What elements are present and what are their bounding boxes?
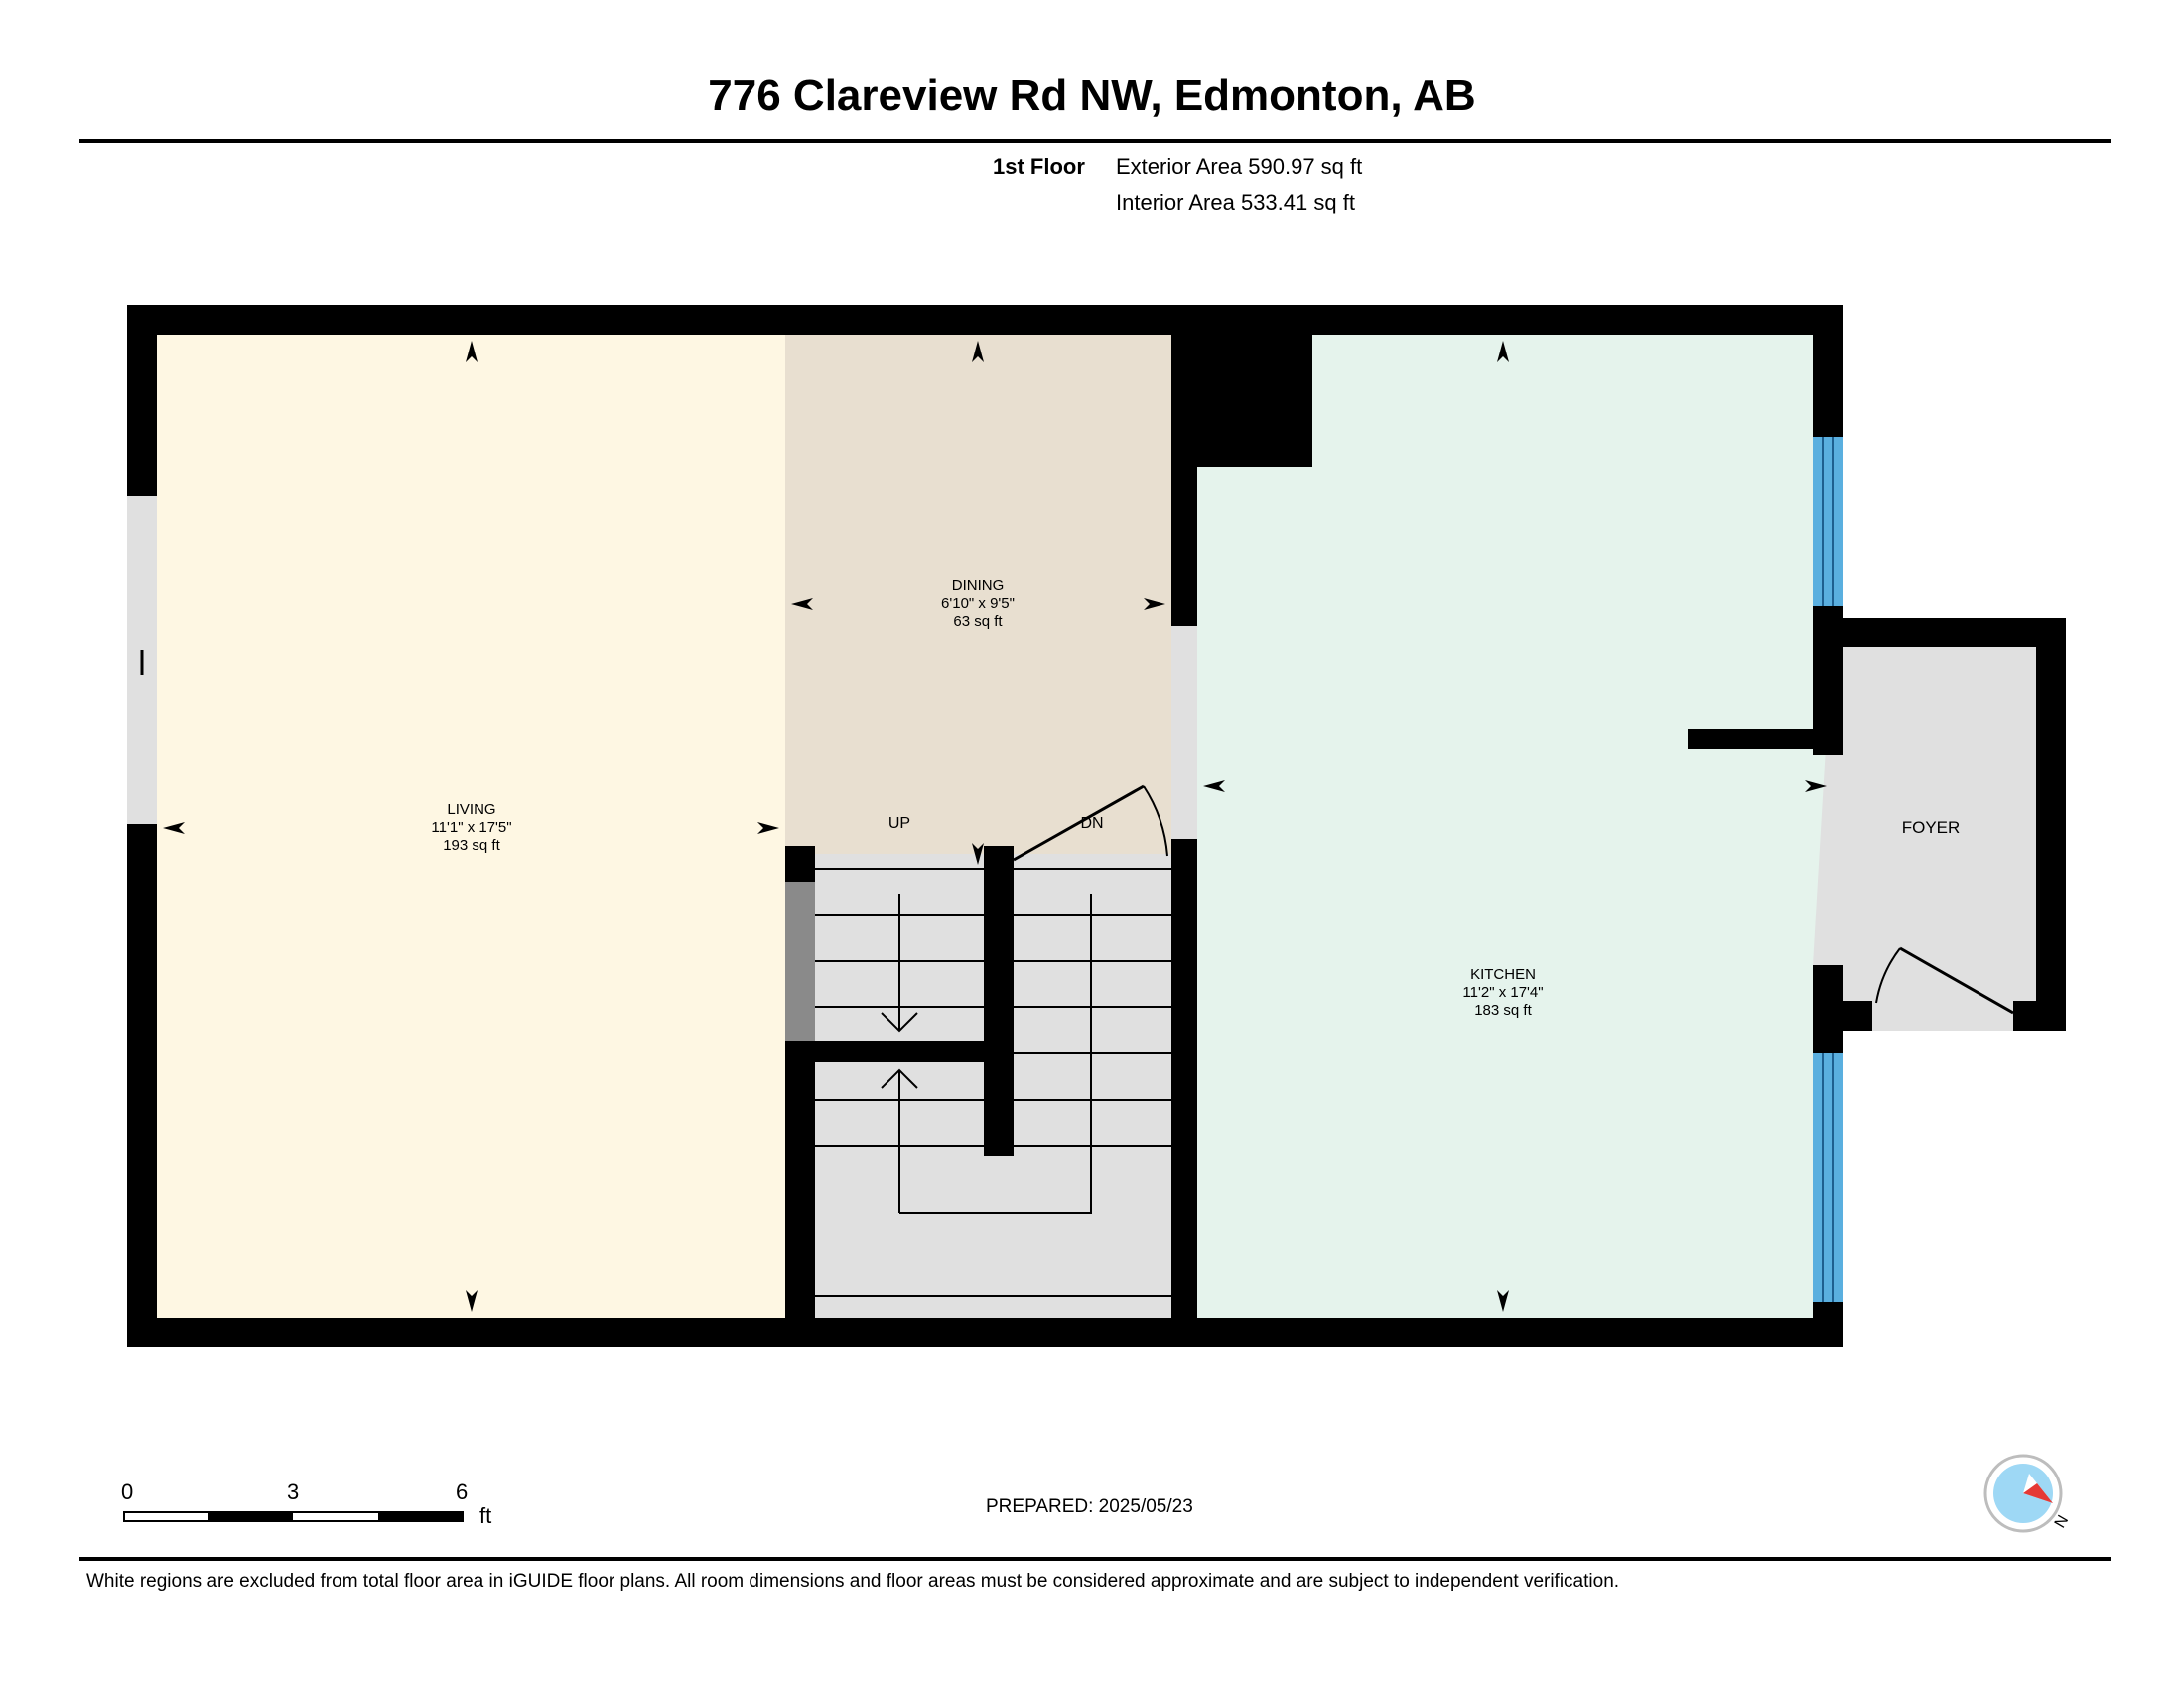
living-room [157,335,785,1318]
dimension-arrows [163,341,1827,1312]
dining-dimensions: 6'10" x 9'5" [941,595,1015,612]
kitchen [1197,335,1813,1318]
exterior-area: Exterior Area 590.97 sq ft [1116,154,1363,179]
disclaimer: White regions are excluded from total fl… [86,1571,1620,1592]
walls [127,305,2066,1347]
dining-area: 63 sq ft [953,613,1003,630]
compass-icon: N [1983,1454,2073,1533]
dining-room [785,335,1171,869]
stair-newel [785,882,815,1041]
scale-bar-graphic [123,1511,464,1522]
foyer-door-opening [1872,1001,2013,1031]
compass-north-label: N [2052,1512,2073,1531]
floor-label: 1st Floor [993,154,1085,179]
stairs-up-label: UP [888,815,910,832]
scale-unit: ft [479,1503,492,1528]
scale-label-6: 6 [456,1479,469,1504]
kitchen-dimensions: 11'2" x 17'4" [1462,984,1543,1001]
living-area: 193 sq ft [443,837,500,854]
scale-label-0: 0 [121,1479,134,1504]
header-divider [79,139,2111,143]
living-dimensions: 11'1" x 17'5" [431,819,511,836]
kitchen-area: 183 sq ft [1474,1002,1532,1019]
windows [1813,437,1843,1302]
dining-label: DINING [952,577,1005,594]
scale-label-3: 3 [287,1479,300,1504]
stairs-down-label: DN [1080,815,1103,832]
footer-divider [79,1557,2111,1561]
interior-area: Interior Area 533.41 sq ft [1116,190,1355,214]
page-title: 776 Clareview Rd NW, Edmonton, AB [708,71,1476,120]
foyer [1813,646,2039,1007]
foyer-door-swing [1875,946,2014,1015]
living-label: LIVING [447,801,495,818]
dining-kitchen-opening [1171,626,1197,839]
stair-door-swing [1013,784,1168,862]
prepared-date: PREPARED: 2025/05/23 [986,1496,1193,1517]
stair-path-lines [881,894,1092,1214]
kitchen-label: KITCHEN [1470,966,1536,983]
foyer-label: FOYER [1902,818,1961,837]
